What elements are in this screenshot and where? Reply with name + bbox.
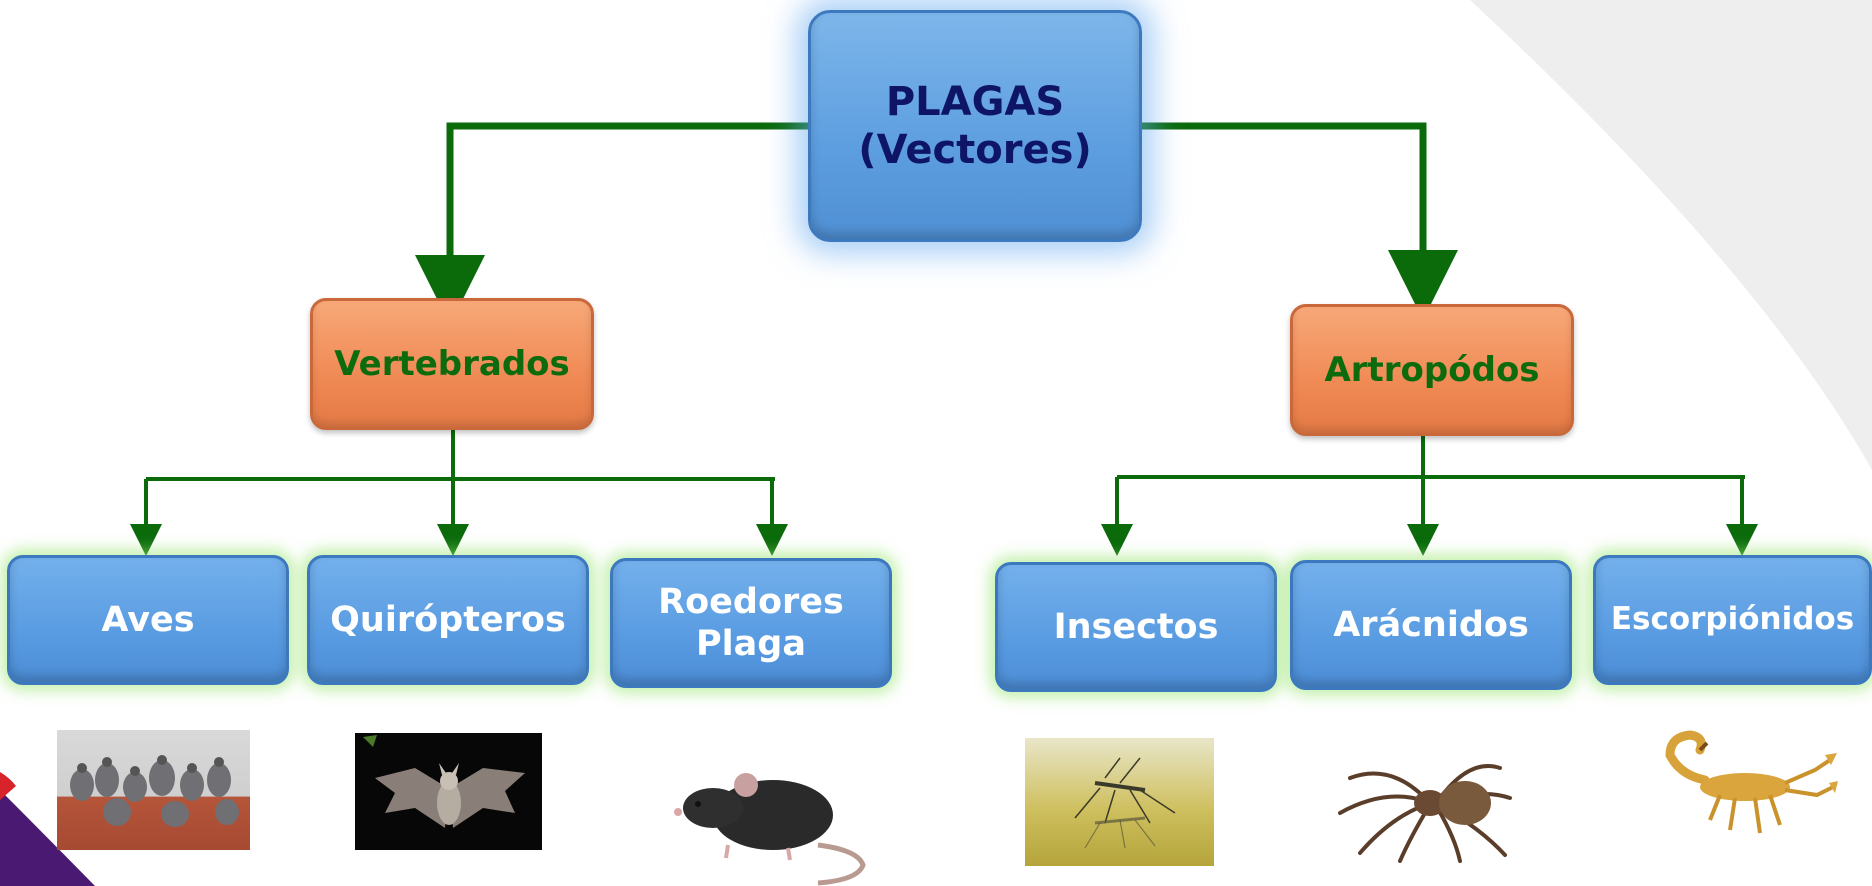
root-title: PLAGAS <box>885 79 1065 125</box>
leaf-label: Aves <box>101 600 195 640</box>
leaf-label: Insectos <box>1053 607 1219 647</box>
category-node-vertebrados: Vertebrados <box>310 298 594 430</box>
leaf-node-insectos: Insectos <box>995 562 1277 692</box>
leaf-node-escorpionidos: Escorpiónidos <box>1593 555 1872 685</box>
scorpion-photo-icon <box>1645 725 1838 855</box>
category-label: Vertebrados <box>334 343 570 384</box>
category-label: Artropódos <box>1324 349 1540 390</box>
leaf-node-aves: Aves <box>7 555 289 685</box>
mosquito-photo-icon <box>1025 738 1214 866</box>
pigeons-photo-icon <box>57 730 250 850</box>
root-node-plagas: PLAGAS (Vectores) <box>808 10 1142 242</box>
root-subtitle: (Vectores) <box>858 127 1092 173</box>
purple-corner-shape <box>0 790 95 886</box>
leaf-label: Escorpiónidos <box>1610 601 1855 638</box>
leaf-node-roedores: Roedores Plaga <box>610 558 892 688</box>
category-node-artropodos: Artropódos <box>1290 304 1574 436</box>
leaf-node-aracnidos: Arácnidos <box>1290 560 1572 690</box>
leaf-node-quiropteros: Quirópteros <box>307 555 589 685</box>
red-corner-shape <box>0 772 16 800</box>
connector-root-artropodos <box>1140 122 1458 320</box>
spider-photo-icon <box>1330 743 1543 863</box>
rat-photo-icon <box>668 750 883 886</box>
leaf-label: Quirópteros <box>330 600 566 640</box>
bat-photo-icon <box>355 733 542 850</box>
leaf-label: Roedores <box>658 582 844 622</box>
connector-root-vertebrados <box>415 122 810 325</box>
grey-arc-shape <box>1470 0 1872 470</box>
leaf-label-line2: Plaga <box>696 624 806 664</box>
leaf-label: Arácnidos <box>1333 605 1529 645</box>
